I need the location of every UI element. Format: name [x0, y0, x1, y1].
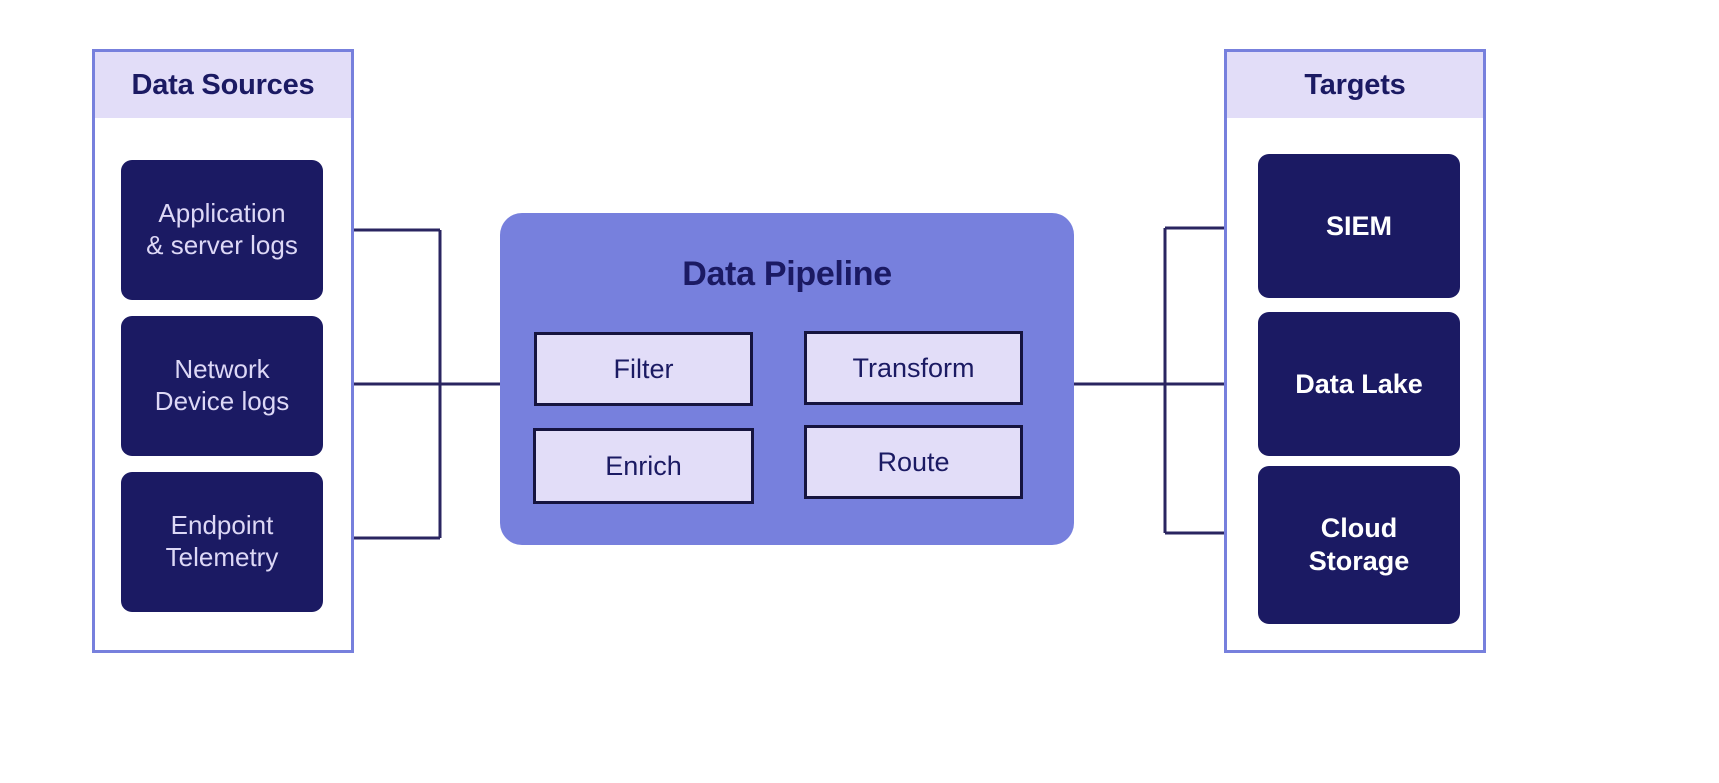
pipeline-stage-label-transform: Transform	[852, 352, 975, 383]
target-node-siem[interactable]: SIEM	[1258, 154, 1460, 298]
data-pipeline-container: Data Pipeline Filter Transform Enrich Ro…	[500, 213, 1074, 545]
target-label-data-lake: Data Lake	[1295, 368, 1423, 399]
target-node-cloud-storage[interactable]: Cloud Storage	[1258, 466, 1460, 624]
pipeline-stage-route[interactable]: Route	[804, 425, 1023, 499]
pipeline-stage-enrich[interactable]: Enrich	[533, 428, 754, 504]
data-sources-header: Data Sources	[95, 52, 351, 118]
source-node-endpoint-telemetry[interactable]: Endpoint Telemetry	[121, 472, 323, 612]
source-label-network-device-logs: Network Device logs	[154, 354, 290, 416]
pipeline-title: Data Pipeline	[682, 255, 892, 293]
source-label-endpoint-telemetry: Endpoint Telemetry	[165, 510, 279, 572]
pipeline-stage-label-filter: Filter	[613, 353, 674, 384]
pipeline-stage-filter[interactable]: Filter	[534, 332, 753, 406]
source-node-network-device-logs[interactable]: Network Device logs	[121, 316, 323, 456]
target-node-data-lake[interactable]: Data Lake	[1258, 312, 1460, 456]
data-sources-panel: Data Sources Application & server logs N…	[92, 49, 354, 653]
pipeline-stage-label-enrich: Enrich	[605, 450, 682, 481]
pipeline-stage-transform[interactable]: Transform	[804, 331, 1023, 405]
target-label-siem: SIEM	[1325, 210, 1392, 241]
target-label-cloud-storage: Cloud Storage	[1308, 513, 1410, 576]
targets-panel: Targets SIEM Data Lake Cloud Storage	[1224, 49, 1486, 653]
source-node-application-server-logs[interactable]: Application & server logs	[121, 160, 323, 300]
source-label-application-server-logs: Application & server logs	[146, 198, 298, 260]
targets-header: Targets	[1227, 52, 1483, 118]
pipeline-stage-label-route: Route	[877, 446, 950, 477]
